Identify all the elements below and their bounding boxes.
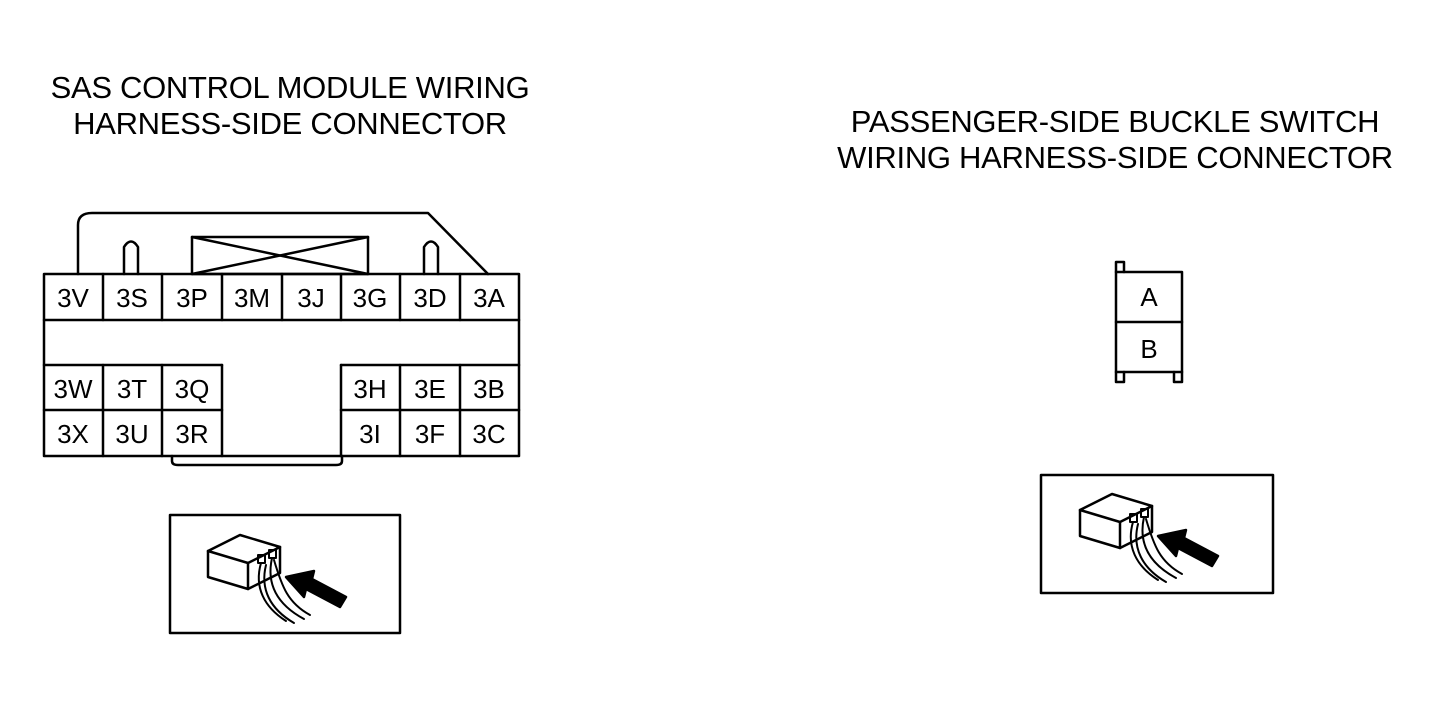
pin-label: 3H [353, 374, 386, 404]
sas-locking-tab-left [122, 240, 140, 276]
left-title-line-1: SAS CONTROL MODULE WIRING [50, 70, 530, 105]
right-title-line-1: PASSENGER-SIDE BUCKLE SWITCH [850, 104, 1380, 139]
pin-label: 3A [473, 283, 505, 313]
icon-frame [1039, 473, 1275, 595]
pin-label: 3S [116, 283, 148, 313]
buckle-tab-bottom-left [1114, 370, 1126, 384]
pin-label: 3W [54, 374, 93, 404]
pin-label: 3P [176, 283, 208, 313]
pin-label: 3C [472, 419, 505, 449]
arrow-icon [284, 569, 348, 609]
pin-label: 3F [415, 419, 445, 449]
sas-connector: 3V 3S 3P 3M 3J 3G 3D 3A 3W 3T 3Q 3H 3E 3… [42, 211, 521, 467]
arrow-icon [1156, 528, 1220, 568]
harness-side-view-icon-right [1039, 473, 1275, 595]
pin-label: 3G [353, 283, 388, 313]
harness-connector-icon [206, 533, 311, 624]
pin-label: 3B [473, 374, 505, 404]
pin-label: B [1140, 334, 1157, 364]
sas-connector-housing-top [76, 211, 490, 276]
pin-label: 3V [57, 283, 89, 313]
pin-label: 3D [413, 283, 446, 313]
pin-label: A [1140, 282, 1158, 312]
left-title-line-2: HARNESS-SIDE CONNECTOR [73, 106, 507, 141]
sas-blank-cavity-cross-b [190, 235, 370, 276]
pin-label: 3I [359, 419, 381, 449]
buckle-tab-top [1114, 260, 1126, 274]
pin-label: 3M [234, 283, 270, 313]
pin-label: 3R [175, 419, 208, 449]
right-connector-title: PASSENGER-SIDE BUCKLE SWITCH WIRING HARN… [800, 104, 1430, 176]
pin-label: 3U [115, 419, 148, 449]
buckle-switch-connector: A B [1114, 260, 1184, 384]
icon-frame [168, 513, 402, 635]
sas-locking-tab-right [422, 240, 440, 276]
harness-side-view-icon-left [168, 513, 402, 635]
pin-label: 3E [414, 374, 446, 404]
pin-label: 3X [57, 419, 89, 449]
buckle-tab-bottom-right [1172, 370, 1184, 384]
left-connector-title: SAS CONTROL MODULE WIRING HARNESS-SIDE C… [20, 70, 560, 142]
pin-label: 3T [117, 374, 147, 404]
pin-label: 3Q [175, 374, 210, 404]
pin-label: 3J [297, 283, 324, 313]
harness-connector-icon [1078, 492, 1183, 583]
right-title-line-2: WIRING HARNESS-SIDE CONNECTOR [837, 140, 1393, 175]
sas-connector-housing-bottom [170, 454, 344, 467]
